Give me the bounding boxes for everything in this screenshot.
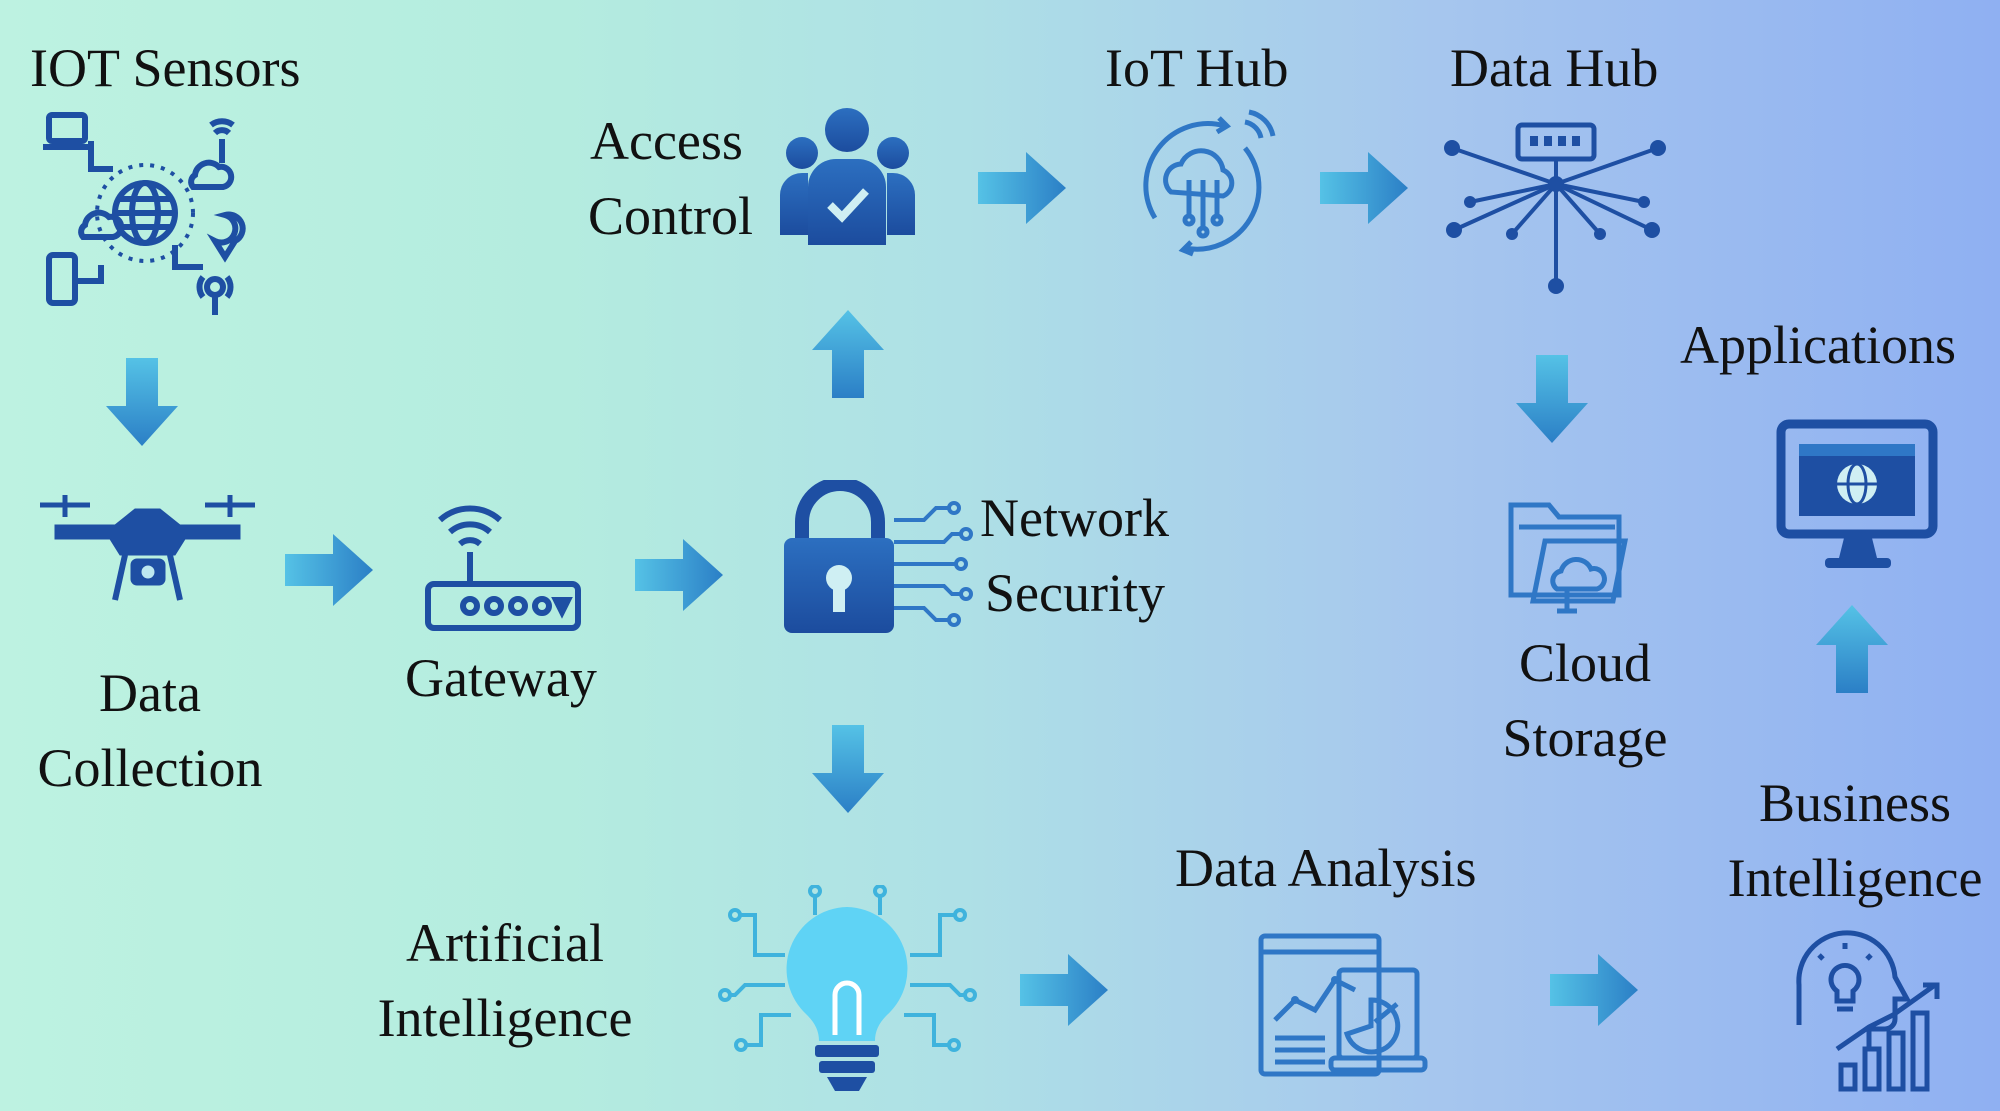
label-iot-sensors: IOT Sensors: [30, 38, 301, 98]
arrow-right-icon: [1320, 152, 1408, 224]
arrow-right-icon: [1550, 954, 1638, 1026]
artificial-intelligence-bulb-icon: [718, 885, 977, 1091]
data-hub-network-icon: [1444, 122, 1666, 294]
business-intelligence-icon: [1796, 930, 1940, 1092]
label-data-hub: Data Hub: [1450, 38, 1659, 98]
arrow-up-icon: [812, 310, 884, 398]
label-gateway: Gateway: [405, 648, 597, 708]
arrow-up-icon: [1816, 605, 1888, 693]
iot-sensors-icon: [43, 112, 246, 315]
access-control-icon: [780, 108, 915, 245]
label-applications: Applications: [1680, 315, 1956, 375]
label-network-security-line1: Network: [980, 488, 1169, 548]
arrow-right-icon: [285, 534, 373, 606]
label-iot-hub: IoT Hub: [1105, 38, 1289, 98]
iot-hub-cloud-icon: [1143, 109, 1276, 257]
label-artificial-intelligence-line1: Artificial: [406, 913, 604, 973]
label-business-intelligence-line1: Business: [1758, 773, 1952, 833]
label-network-security-line2: Security: [985, 563, 1165, 623]
arrow-down-icon: [812, 725, 884, 813]
arrow-right-icon: [635, 539, 723, 611]
label-business-intelligence-line2: Intelligence: [1727, 848, 1983, 908]
label-cloud-storage-line2: Storage: [1502, 708, 1668, 768]
label-access-control-line2: Control: [588, 186, 754, 246]
router-icon: [425, 505, 581, 631]
label-data-analysis: Data Analysis: [1175, 838, 1477, 898]
arrow-right-icon: [978, 152, 1066, 224]
cloud-storage-folder-icon: [1508, 502, 1629, 614]
data-analysis-report-icon: [1258, 933, 1428, 1077]
applications-monitor-icon: [1776, 419, 1938, 568]
label-data-collection-line1: Data: [99, 663, 201, 723]
arrow-right-icon: [1020, 954, 1108, 1026]
network-security-lock-icon: [784, 480, 973, 633]
drone-icon: [40, 495, 255, 601]
label-artificial-intelligence-line2: Intelligence: [377, 988, 633, 1048]
label-access-control-line1: Access: [590, 111, 743, 171]
label-cloud-storage-line1: Cloud: [1518, 633, 1652, 693]
arrow-down-icon: [1516, 355, 1588, 443]
label-data-collection-line2: Collection: [37, 738, 263, 798]
arrow-down-icon: [106, 358, 178, 446]
